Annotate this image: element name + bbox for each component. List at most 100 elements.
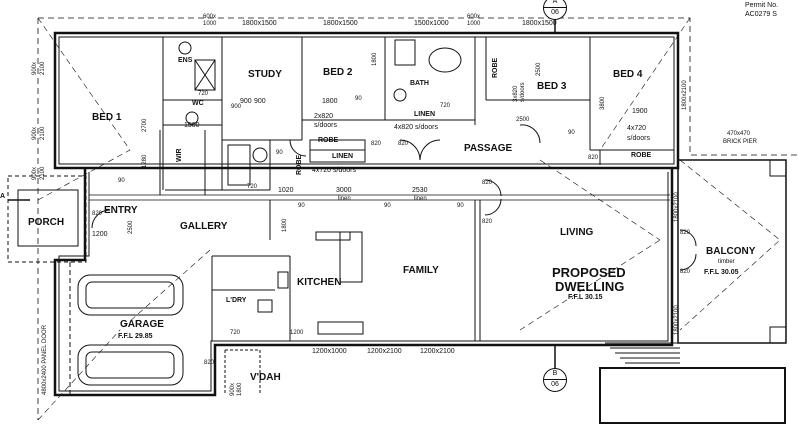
window-dim: 2100: [40, 61, 46, 75]
dim: 820: [680, 269, 691, 275]
dim: 900: [254, 98, 266, 105]
room-kitchen: KITCHEN: [297, 277, 342, 288]
dim: 900: [231, 104, 242, 110]
room-balcony: BALCONY: [706, 246, 756, 257]
dim: 900x: [230, 382, 236, 396]
window-dim: 1200x2100: [367, 348, 402, 355]
room-garage: GARAGE: [120, 319, 164, 330]
dim: 820: [371, 141, 382, 147]
dim: 720: [198, 91, 209, 97]
window-dim: 1500x1000: [414, 20, 449, 27]
garage-door-dim: 4800x2400 PANEL DOOR: [42, 324, 48, 395]
dim: 1800: [322, 98, 338, 105]
dim: 720: [247, 184, 258, 190]
permit-number: Permit No.: [745, 2, 779, 9]
dim: 1200: [290, 330, 304, 336]
room-family: FAMILY: [403, 265, 439, 276]
room-linen-bath: LINEN: [414, 111, 435, 118]
room-passage: PASSAGE: [464, 143, 513, 154]
dim: 1500: [184, 122, 200, 129]
door-note: s/doors: [520, 82, 526, 102]
section-marker-a-left: A: [0, 193, 6, 200]
balcony-floor-level: F.F.L 30.05: [704, 269, 739, 276]
garage-floor-level: F.F.L 29.85: [118, 333, 153, 340]
title-proposed: PROPOSED: [552, 265, 626, 280]
window-dim: 2100: [40, 166, 46, 180]
window-dim: 1800x1500: [522, 20, 557, 27]
window-dim: 1000: [467, 21, 481, 27]
room-robe-bed4: ROBE: [631, 152, 652, 159]
room-robe-bed3: ROBE: [492, 57, 499, 78]
reference-code: AC0279 S: [745, 11, 777, 18]
dim: 820: [680, 230, 691, 236]
section-marker-sheet: 06: [544, 7, 566, 18]
section-marker-a-top: A 06: [543, 0, 567, 20]
room-laundry: L'DRY: [226, 297, 247, 304]
room-robe-bed2: ROBE: [318, 137, 339, 144]
dim: 1020: [278, 187, 294, 194]
dim: 820: [482, 219, 493, 225]
dim: 1800: [282, 218, 288, 232]
dim: 820: [398, 141, 409, 147]
window-dim: 1000: [203, 21, 217, 27]
dim: 820: [92, 211, 103, 217]
section-marker-letter: A: [552, 0, 558, 5]
dim: 720: [230, 330, 241, 336]
dim: 90: [457, 203, 464, 209]
dim: linen: [414, 196, 427, 202]
room-living: LIVING: [560, 227, 594, 238]
window-dim: 1800x2100: [682, 80, 688, 110]
dim: 2500: [536, 62, 542, 76]
room-porch: PORCH: [28, 217, 65, 228]
dim: 2700: [142, 118, 148, 132]
dim: 2500: [128, 220, 134, 234]
dim: 90: [355, 96, 362, 102]
window-dim: 1800x2100: [674, 192, 680, 222]
room-robe-bed1: ROBE: [296, 154, 303, 175]
section-marker-letter: B: [552, 370, 558, 377]
room-wir: WIR: [176, 148, 183, 162]
window-dim: 900x: [32, 61, 38, 75]
dim: 2500: [516, 117, 530, 123]
room-bed-3: BED 3: [537, 81, 567, 92]
door-note: 4x720 s/doors: [312, 167, 356, 174]
room-verandah: V'DAH: [250, 372, 281, 383]
room-bed-2: BED 2: [323, 67, 353, 78]
door-note: 4x720: [627, 125, 647, 132]
window-dim: 900x: [32, 166, 38, 180]
dwelling-floor-level: F.F.L 30.15: [568, 294, 603, 301]
window-dim: 1200x1000: [312, 348, 347, 355]
door-note: 3x820: [513, 85, 519, 102]
room-study: STUDY: [248, 69, 282, 80]
dim: 1280: [142, 154, 148, 168]
dim: 900: [240, 98, 252, 105]
door-note: 2x820: [314, 113, 334, 120]
dim: 3000: [336, 187, 352, 194]
dim: 1200: [92, 231, 108, 238]
dim: 3800: [600, 96, 606, 110]
door-note: 4x820 s/doors: [394, 124, 438, 131]
room-gallery: GALLERY: [180, 221, 228, 232]
dim: 1800: [237, 382, 243, 396]
room-bath: BATH: [410, 80, 429, 87]
room-wc: WC: [192, 100, 204, 107]
window-dim: 1800x1500: [242, 20, 277, 27]
pier-note: 470x470: [727, 131, 751, 137]
room-ensuite: ENS: [178, 57, 193, 64]
room-bed-4: BED 4: [613, 69, 643, 80]
section-marker-sheet: 06: [544, 379, 566, 390]
room-linen-mid: LINEN: [332, 153, 353, 160]
dim: 820: [588, 155, 599, 161]
dim: 90: [298, 203, 305, 209]
dim: 2530: [412, 187, 428, 194]
window-dim: 1800x1500: [323, 20, 358, 27]
window-dim: 2100: [40, 126, 46, 140]
dim: 1800: [372, 52, 378, 66]
window-dim: 600x: [203, 14, 217, 20]
dim: 720: [440, 103, 451, 109]
section-marker-b-bottom: B 06: [543, 368, 567, 392]
window-dim: 1200x2100: [420, 348, 455, 355]
door-note: s/doors: [627, 135, 650, 142]
